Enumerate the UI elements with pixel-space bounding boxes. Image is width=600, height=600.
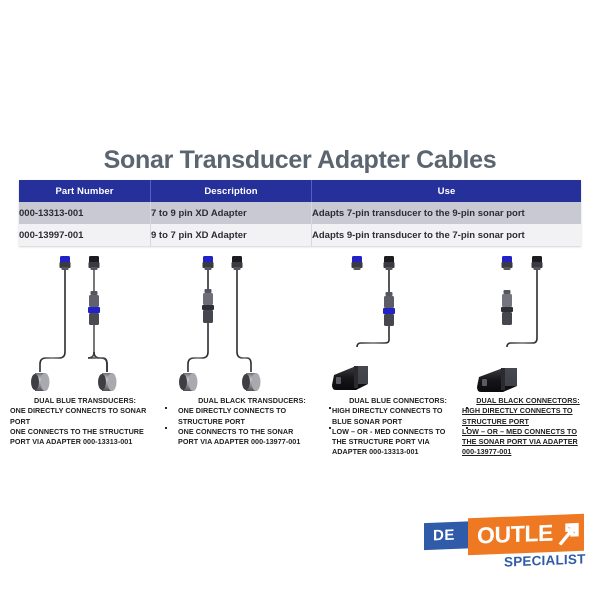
cable-right xyxy=(236,266,252,372)
caption-line: BLUE SONAR PORT xyxy=(332,416,403,426)
adapter-blue xyxy=(383,292,395,326)
column-header-part-number: Part Number xyxy=(19,180,151,202)
transducer-block xyxy=(477,368,517,392)
connector-blue-head xyxy=(59,256,71,270)
diagram-dual-black-transducers-svg xyxy=(179,256,261,391)
logo-de-text: DE xyxy=(433,526,455,545)
arrow-up-right-icon xyxy=(558,522,579,546)
cable-right-bend xyxy=(93,351,108,372)
bullet-dot xyxy=(329,407,331,409)
diagram-dual-blue-transducers-svg xyxy=(31,256,117,391)
diagram-dual-blue-connectors xyxy=(326,248,476,398)
page-title: Sonar Transducer Adapter Cables xyxy=(103,146,497,174)
transducer-left xyxy=(179,373,198,391)
column-header-use: Use xyxy=(311,180,581,202)
caption-dual-black-transducers: DUAL BLACK TRANSDUCERS: ONE DIRECTLY CON… xyxy=(178,396,331,447)
caption-heading: DUAL BLUE TRANSDUCERS: xyxy=(34,396,136,405)
cell-part-number: 000-13997-001 xyxy=(19,224,151,246)
bullet-dot xyxy=(165,407,167,409)
column-header-description: Description xyxy=(150,180,312,202)
caption-line: LOW – OR – MED CONNECTS TO xyxy=(462,426,577,436)
bullet-dot xyxy=(466,427,468,429)
cable-left xyxy=(39,266,66,372)
logo-outlet-text: OUTLE xyxy=(477,519,553,549)
adapter-black xyxy=(202,289,214,323)
caption-dual-blue-connectors: DUAL BLUE CONNECTORS: HIGH DIRECTLY CONN… xyxy=(332,396,468,458)
cable-left xyxy=(187,266,209,372)
diagram-dual-black-connectors-svg xyxy=(477,256,543,392)
caption-line: HIGH DIRECTLY CONNECTS TO xyxy=(332,406,443,416)
bullet-dot xyxy=(329,427,331,429)
diagram-dual-black-transducers xyxy=(172,248,322,398)
connector-blue-head xyxy=(351,256,363,270)
transducer-right xyxy=(242,373,261,391)
bullet-dot xyxy=(165,427,167,429)
caption-line: THE STRUCTURE PORT VIA xyxy=(332,437,430,447)
caption-line: ADAPTER 000-13313-001 xyxy=(332,447,419,457)
cell-use: Adapts 9-pin transducer to the 7-pin son… xyxy=(311,224,581,246)
logo-specialist-text: SPECIALIST xyxy=(504,551,586,570)
caption-line: PORT xyxy=(10,416,31,426)
cell-part-number: 000-13313-001 xyxy=(19,202,151,224)
caption-line: ONE DIRECTLY CONNECTS TO SONAR xyxy=(10,406,147,416)
connector-blue-head xyxy=(202,256,214,270)
cell-description: 9 to 7 pin XD Adapter xyxy=(150,224,312,246)
bullet-dot xyxy=(466,407,468,409)
caption-heading: DUAL BLACK CONNECTORS: xyxy=(476,396,580,405)
caption-line: PORT VIA ADAPTER 000-13313-001 xyxy=(10,437,133,447)
caption-line: STRUCTURE PORT xyxy=(178,416,245,426)
caption-line: ONE CONNECTS TO THE STRUCTURE xyxy=(10,426,144,436)
connector-black-head xyxy=(531,256,543,270)
adapter-black xyxy=(501,290,513,325)
connector-blue-head xyxy=(501,256,513,270)
table-header-row: Part Number Description Use xyxy=(19,180,581,202)
cable-right xyxy=(506,266,538,348)
adapter-spec-table: Part Number Description Use 000-13313-00… xyxy=(19,180,581,246)
connector-black-head xyxy=(88,256,100,270)
connector-black-head xyxy=(231,256,243,270)
transducer-block xyxy=(332,366,368,390)
adapter-blue xyxy=(88,291,100,325)
table-row: 000-13997-001 9 to 7 pin XD Adapter Adap… xyxy=(19,224,581,246)
diagram-row xyxy=(0,248,600,398)
connector-black-head xyxy=(383,256,395,270)
diagram-dual-blue-connectors-svg xyxy=(332,256,395,390)
cell-description: 7 to 9 pin XD Adapter xyxy=(150,202,312,224)
caption-line: HIGH DIRECTLY CONNECTS TO xyxy=(462,406,573,416)
table-row: 000-13313-001 7 to 9 pin XD Adapter Adap… xyxy=(19,202,581,224)
transducer-left xyxy=(31,373,50,391)
caption-dual-blue-transducers: DUAL BLUE TRANSDUCERS: ONE DIRECTLY CONN… xyxy=(10,396,167,447)
cable-right xyxy=(356,266,390,348)
caption-line: STRUCTURE PORT xyxy=(462,416,529,426)
transducer-right xyxy=(98,373,117,391)
table-body: 000-13313-001 7 to 9 pin XD Adapter Adap… xyxy=(19,202,581,246)
table-header: Part Number Description Use xyxy=(19,180,581,202)
brand-logo: DE OUTLE SPECIALIST xyxy=(424,513,592,576)
caption-line: PORT VIA ADAPTER 000-13977-001 xyxy=(178,437,301,447)
caption-dual-black-connectors: DUAL BLACK CONNECTORS: HIGH DIRECTLY CON… xyxy=(462,396,594,458)
cell-use: Adapts 7-pin transducer to the 9-pin son… xyxy=(311,202,581,224)
diagram-dual-blue-transducers xyxy=(18,248,168,398)
caption-line: THE SONAR PORT VIA ADAPTER xyxy=(462,437,578,447)
caption-heading: DUAL BLUE CONNECTORS: xyxy=(349,396,447,405)
caption-line: 000-13977-001 xyxy=(462,447,512,457)
caption-line: LOW – OR - MED CONNECTS TO xyxy=(332,426,446,436)
caption-line: ONE CONNECTS TO THE SONAR xyxy=(178,426,294,436)
diagram-dual-black-connectors xyxy=(455,248,600,398)
caption-line: ONE DIRECTLY CONNECTS TO xyxy=(178,406,287,416)
caption-heading: DUAL BLACK TRANSDUCERS: xyxy=(198,396,306,405)
